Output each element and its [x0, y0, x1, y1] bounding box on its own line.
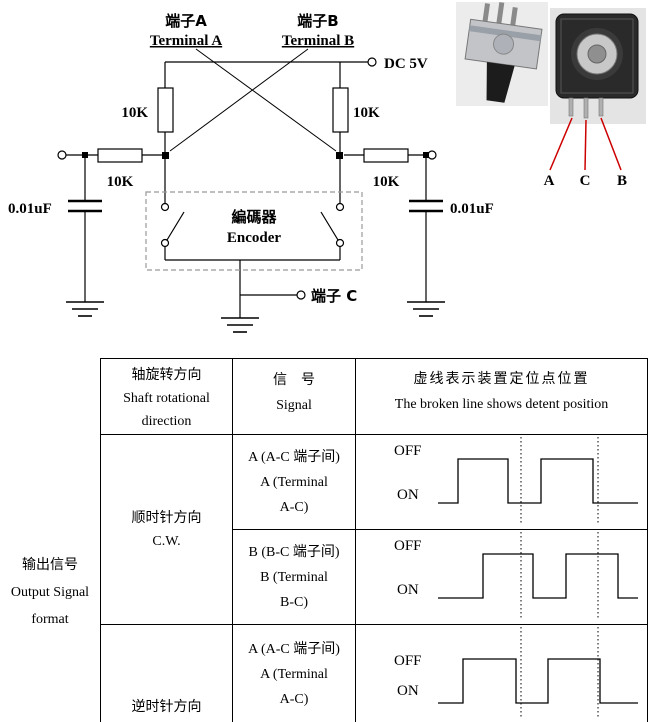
- waveform-b-cw: [438, 532, 638, 620]
- ground-right: [407, 301, 445, 317]
- signal-cell-b-cw: B (B-C 端子间) B (Terminal B-C): [232, 529, 355, 624]
- encoder-label-en: Encoder: [227, 230, 282, 246]
- encoder-photo-side: [456, 2, 548, 106]
- junction-dots: [82, 152, 429, 159]
- waveform-a-ccw: [438, 627, 638, 718]
- output-signal-format-label: 输出信号 Output Signal format: [0, 358, 100, 722]
- ground-left: [66, 301, 104, 317]
- output-signal-label-cn: 输出信号: [22, 557, 78, 573]
- capacitor-left: [68, 199, 102, 213]
- cw-direction-cell: 顺时针方向 C.W.: [100, 434, 232, 624]
- off-label: OFF: [394, 653, 422, 669]
- waveform-cell-a-cw: OFF ON: [355, 434, 648, 529]
- terminal-pointer-lines: [169, 48, 337, 152]
- terminal-b-label-en: Terminal B: [282, 33, 354, 49]
- signal-a-cw-l1: A (A-C 端子间): [248, 450, 340, 465]
- terminal-c-circle: [296, 290, 306, 300]
- terminal-a-label-en: Terminal A: [150, 33, 223, 49]
- circuit-diagram: 端子A Terminal A 端子B Terminal B DC 5V: [8, 2, 646, 333]
- resistor-left-vert-value: 10K: [121, 105, 148, 121]
- resistor-vertical-left: [157, 87, 174, 133]
- terminal-a-label-cn: 端子A: [165, 12, 207, 30]
- pin-pointer-lines: [549, 117, 622, 171]
- signal-cell-a-ccw: A (A-C 端子间) A (Terminal A-C): [232, 624, 355, 722]
- ccw-label-cn: 逆时针方向: [131, 699, 202, 715]
- waveform-cell-a-ccw: OFF ON: [355, 624, 648, 722]
- encoder-label-cn: 編碼器: [231, 208, 277, 226]
- header-shaft-direction-en1: Shaft rotational: [123, 391, 210, 406]
- on-label: ON: [397, 582, 419, 598]
- resistor-left-horiz-value: 10K: [107, 174, 134, 190]
- signal-a-cw-l2: A (Terminal: [260, 475, 328, 490]
- resistor-vertical-right: [332, 87, 349, 133]
- header-signal-en: Signal: [276, 398, 312, 413]
- capacitor-right-value: 0.01uF: [450, 201, 494, 217]
- signal-a-cw-l3: A-C): [279, 500, 309, 515]
- resistor-right-horiz-value: 10K: [373, 174, 400, 190]
- off-label: OFF: [394, 538, 422, 554]
- resistor-horizontal-right: [363, 148, 409, 163]
- encoder-photo-top: [550, 8, 646, 124]
- header-detent-en: The broken line shows detent position: [394, 397, 609, 412]
- cw-label-cn: 顺时针方向: [131, 509, 202, 526]
- signal-a-ccw-l1: A (A-C 端子间): [248, 642, 340, 657]
- on-label: ON: [397, 683, 419, 699]
- ground-center: [221, 317, 259, 333]
- signal-b-cw-l2: B (Terminal: [260, 570, 328, 585]
- pin-a-label: A: [544, 173, 555, 189]
- switch-right: [320, 202, 345, 248]
- waveform-a-cw: [438, 437, 638, 525]
- waveform-cell-b-cw: OFF ON: [355, 529, 648, 624]
- pin-b-label: B: [617, 173, 627, 189]
- off-label: OFF: [394, 443, 422, 459]
- capacitor-right: [409, 199, 443, 213]
- switch-left: [160, 202, 185, 248]
- dc5v-terminal: [367, 57, 377, 67]
- cw-label-en: C.W.: [152, 533, 181, 549]
- output-b-terminal: [427, 150, 437, 160]
- output-signal-label-en2: format: [31, 612, 69, 627]
- resistor-right-vert-value: 10K: [353, 105, 380, 121]
- terminal-c-label: 端子 C: [311, 287, 357, 305]
- signal-cell-a-cw: A (A-C 端子间) A (Terminal A-C): [232, 434, 355, 529]
- encoder-box: [145, 191, 363, 271]
- output-signal-label-en1: Output Signal: [10, 585, 90, 600]
- signal-a-ccw-l3: A-C): [279, 692, 309, 707]
- header-shaft-direction-en2: direction: [141, 414, 192, 429]
- ccw-direction-cell: 逆时针方向: [100, 624, 232, 722]
- header-detent: 虚线表示装置定位点位置 The broken line shows detent…: [355, 358, 648, 434]
- signal-b-cw-l1: B (B-C 端子间): [248, 545, 340, 560]
- dc5v-label: DC 5V: [384, 56, 428, 72]
- header-signal: 信 号 Signal: [232, 358, 355, 434]
- header-detent-cn: 虚线表示装置定位点位置: [413, 371, 590, 387]
- resistor-horizontal-left: [97, 148, 143, 163]
- header-shaft-direction-cn: 轴旋转方向: [131, 367, 202, 383]
- signal-b-cw-l3: B-C): [280, 595, 308, 610]
- output-a-terminal: [57, 150, 67, 160]
- capacitor-left-value: 0.01uF: [8, 201, 52, 217]
- header-shaft-direction: 轴旋转方向 Shaft rotational direction: [100, 358, 232, 434]
- terminal-b-label-cn: 端子B: [297, 12, 338, 30]
- circuit-wires: [66, 61, 428, 318]
- pin-c-label: C: [580, 173, 591, 189]
- on-label: ON: [397, 487, 419, 503]
- header-signal-cn: 信 号: [273, 372, 315, 388]
- signal-a-ccw-l2: A (Terminal: [260, 667, 328, 682]
